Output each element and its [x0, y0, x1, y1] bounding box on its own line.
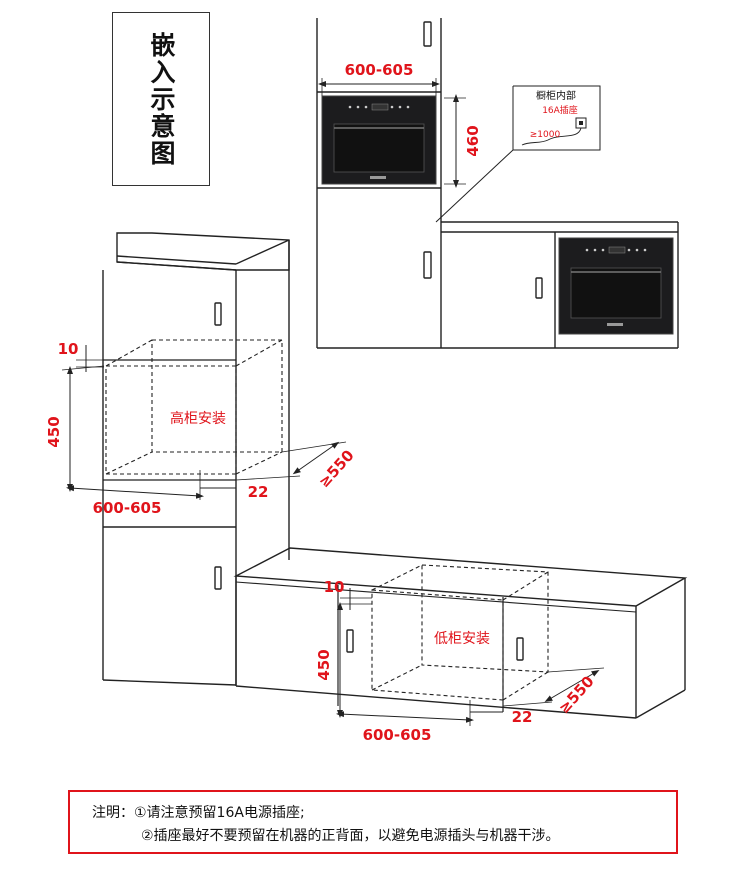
low-cabinet-label: 低柜安装	[434, 631, 490, 647]
front-height-dimension: 460	[444, 94, 482, 188]
front-view	[316, 18, 679, 349]
callout-title: 橱柜内部	[536, 89, 576, 102]
oven-high-front	[321, 95, 437, 185]
high-cabinet-label: 高柜安装	[170, 410, 226, 427]
low-height-dimension: 450	[315, 602, 343, 718]
front-width-label: 600-605	[345, 61, 414, 79]
high-cabinet	[102, 232, 290, 686]
socket-callout: 橱柜内部 16A插座 ≥1000	[435, 85, 601, 223]
high-gap-label: 10	[58, 340, 79, 358]
high-height-label: 450	[45, 416, 63, 447]
high-depth-label: ≥550	[315, 446, 358, 491]
low-width-dimension: 600-605	[336, 700, 474, 744]
low-width-label: 600-605	[363, 726, 432, 744]
low-gap-label: 10	[324, 578, 345, 596]
note-line-2: ②插座最好不要预留在机器的正背面，以避免电源插头与机器干涉。	[141, 828, 560, 844]
note-line-1: 注明：①请注意预留16A电源插座;	[92, 805, 305, 821]
high-side-label: 22	[248, 483, 269, 501]
low-depth-label: ≥550	[555, 672, 598, 717]
low-height-label: 450	[315, 649, 333, 680]
front-width-dimension: 600-605	[318, 61, 440, 96]
low-gap-dimension: 10	[324, 578, 372, 610]
diagram-title: 嵌入示意图	[147, 31, 176, 167]
front-height-label: 460	[464, 125, 482, 156]
socket-height-label: ≥1000	[530, 130, 561, 140]
high-side-dimension: 22	[200, 483, 268, 501]
low-side-dimension: 22	[470, 708, 532, 726]
low-side-label: 22	[512, 708, 533, 726]
high-height-dimension: 450	[45, 365, 105, 492]
socket-icon	[575, 117, 587, 129]
high-gap-dimension: 10	[58, 340, 104, 372]
title-box: 嵌入示意图	[112, 12, 210, 186]
notes-box: 注明：①请注意预留16A电源插座; ②插座最好不要预留在机器的正背面，以避免电源…	[68, 790, 678, 854]
high-width-dimension: 600-605	[66, 470, 204, 517]
socket-label: 16A插座	[542, 104, 578, 116]
high-width-label: 600-605	[93, 499, 162, 517]
oven-low-front	[558, 237, 674, 335]
